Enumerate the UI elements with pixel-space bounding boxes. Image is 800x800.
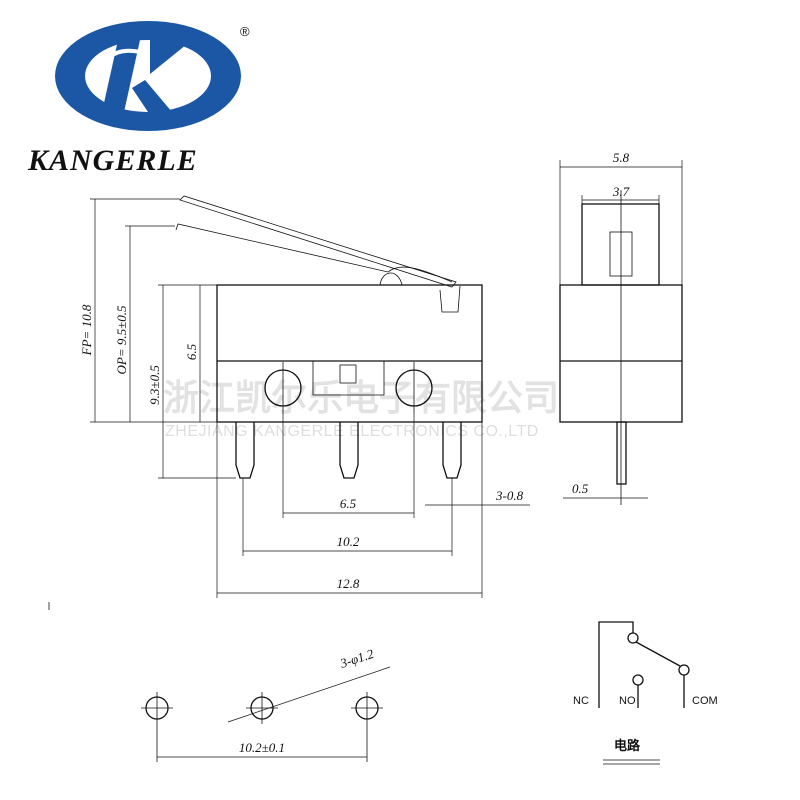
dim-10-2: 10.2 [337, 534, 360, 549]
dim-9-3: 9.3±0.5 [147, 365, 162, 405]
circuit-title: 电路 [614, 738, 641, 754]
dim-fp: FP= 10.8 [79, 304, 94, 356]
no-contact [632, 674, 644, 686]
lever-operated [175, 223, 453, 283]
end-actuator [581, 203, 660, 286]
brand-name: KANGERLE [27, 144, 198, 177]
logo-k-stem [102, 40, 140, 112]
label-nc: NC [573, 695, 589, 707]
lever-roller [439, 285, 461, 313]
circuit-diagram: NC NO COM 电路 [573, 621, 718, 765]
watermark-cn: 浙江凯尔乐电子有限公司 [163, 378, 559, 419]
dim-3-7: 3.7 [612, 184, 630, 199]
plunger [339, 364, 357, 384]
label-com: COM [692, 695, 718, 707]
logo-k-arm-lower [132, 80, 172, 112]
dim-0-5: 0.5 [572, 481, 589, 496]
dim-6-5-horizontal: 6.5 [340, 496, 357, 511]
end-terminal [616, 421, 627, 485]
leader-holes [227, 666, 391, 723]
dim-3-phi-1-2: 3-φ1.2 [337, 646, 376, 671]
kangerle-logo [55, 21, 241, 131]
logo-k-arm-upper [150, 40, 192, 74]
dim-10-2-pitch: 10.2±0.1 [239, 740, 285, 755]
dim-op: OP= 9.5±0.5 [114, 305, 129, 374]
switch-body [216, 284, 483, 423]
terminal-nc [235, 422, 255, 479]
side-view: FP= 10.8 OP= 9.5±0.5 9.3±0.5 6.5 6.5 10.… [79, 195, 530, 598]
dim-3-0-8: 3-0.8 [495, 488, 524, 503]
com-contact [678, 664, 690, 676]
dim-6-5-vertical: 6.5 [184, 343, 199, 360]
switch-blade [635, 641, 681, 667]
logo-k-swoosh [106, 48, 149, 60]
dim-5-8: 5.8 [613, 150, 630, 165]
terminal-no [339, 422, 359, 479]
watermark-en: ZHEJIANG KANGERLE ELECTRONICS CO.,LTD [165, 423, 539, 440]
lever-pivot [379, 272, 403, 286]
nc-contact [627, 632, 639, 644]
plunger-notch [312, 361, 385, 396]
dim-12-8: 12.8 [337, 576, 360, 591]
registered-mark: ® [240, 24, 250, 39]
lever-free [179, 195, 457, 288]
nc-wire [598, 621, 634, 708]
pcb-hole-view: 3-φ1.2 10.2±0.1 [141, 646, 391, 762]
label-no: NO [619, 695, 636, 707]
end-view: 5.8 3.7 0.5 [559, 150, 683, 505]
